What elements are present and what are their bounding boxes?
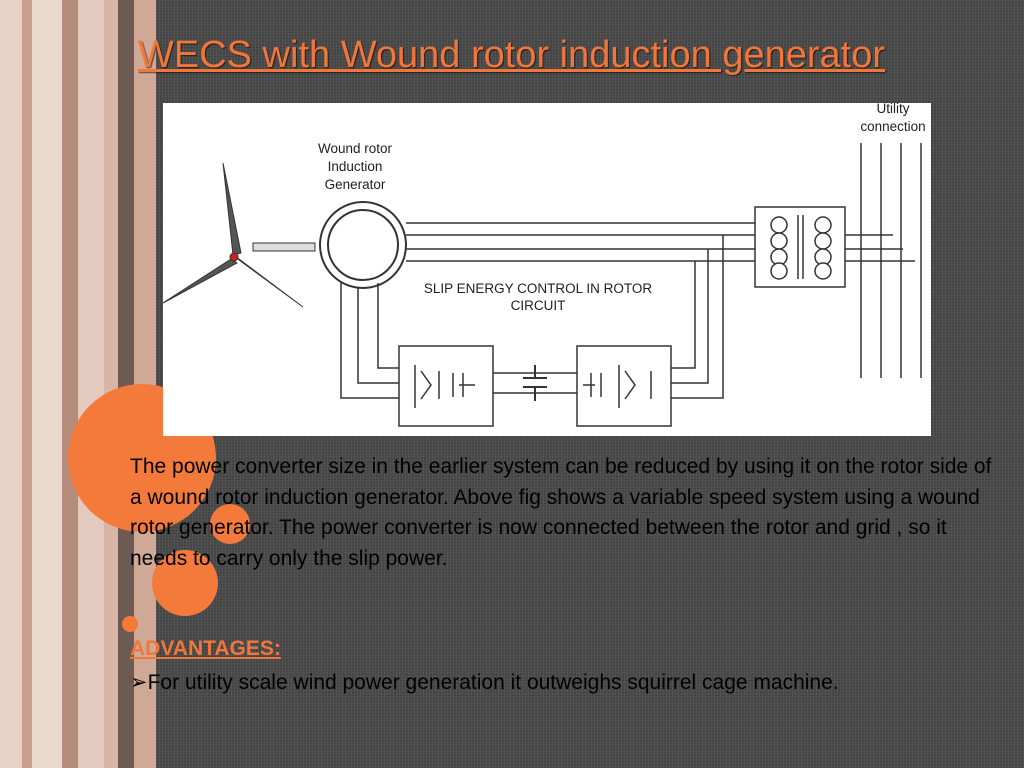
svg-text:CIRCUIT: CIRCUIT bbox=[511, 298, 566, 313]
advantage-text: For utility scale wind power generation … bbox=[147, 671, 839, 694]
decor-circle-small bbox=[210, 504, 250, 544]
capacitor-icon bbox=[523, 365, 547, 401]
svg-text:connection: connection bbox=[860, 119, 925, 134]
inverter-icon bbox=[576, 345, 672, 427]
wind-turbine-icon bbox=[162, 162, 304, 308]
advantage-item: ➢For utility scale wind power generation… bbox=[130, 667, 950, 698]
svg-text:Utility: Utility bbox=[877, 103, 910, 116]
decor-circle-tiny bbox=[122, 616, 138, 632]
rectifier-icon bbox=[398, 345, 494, 427]
wecs-diagram: Wound rotor Induction Generator bbox=[162, 101, 931, 436]
decor-circle-medium bbox=[152, 550, 218, 616]
svg-text:Induction: Induction bbox=[328, 159, 383, 174]
decorative-stripes bbox=[0, 0, 158, 768]
svg-text:Wound rotor: Wound rotor bbox=[318, 141, 393, 156]
description-paragraph: The power converter size in the earlier … bbox=[130, 455, 992, 570]
advantages-heading: ADVANTAGES: bbox=[130, 637, 281, 660]
svg-text:Generator: Generator bbox=[325, 177, 386, 192]
arrow-bullet-icon: ➢ bbox=[130, 671, 148, 694]
generator-icon bbox=[319, 201, 407, 289]
transformer-icon bbox=[754, 206, 846, 288]
slide-title: WECS with Wound rotor induction generato… bbox=[138, 34, 885, 76]
svg-text:SLIP ENERGY CONTROL IN ROTOR: SLIP ENERGY CONTROL IN ROTOR bbox=[424, 281, 653, 296]
